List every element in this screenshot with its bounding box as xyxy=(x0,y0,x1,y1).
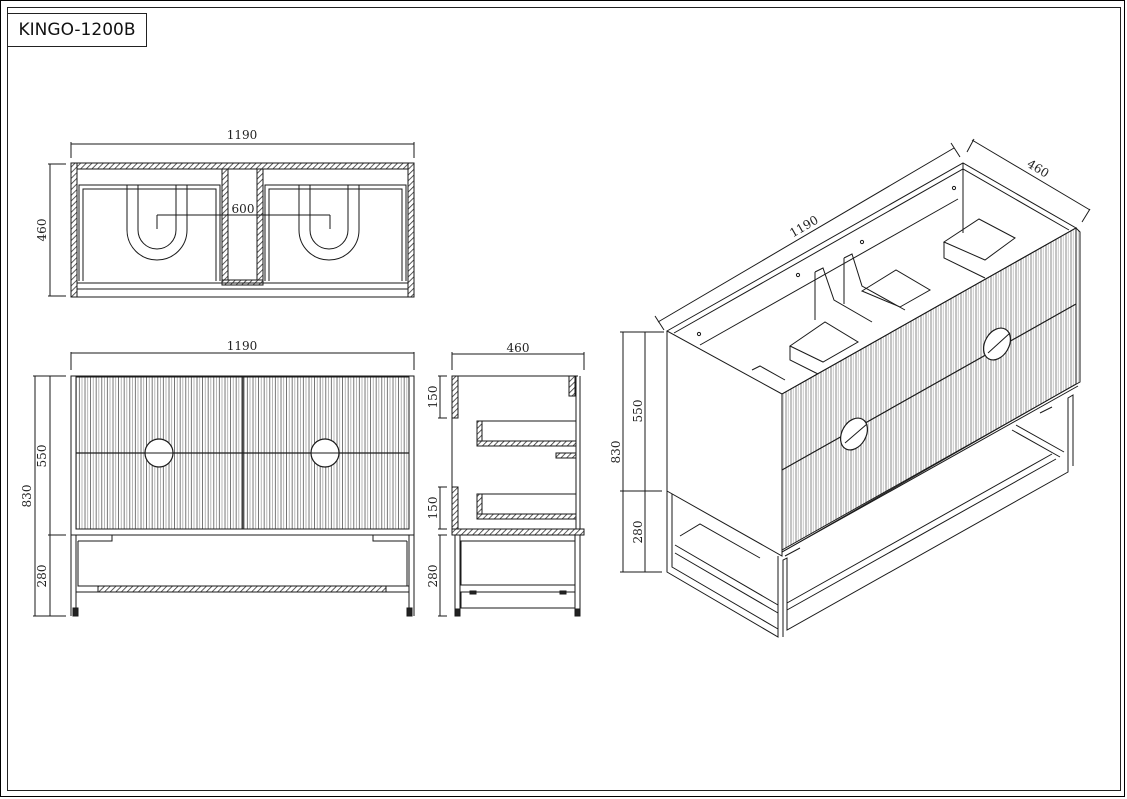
iso-cabinet-height-label: 550 xyxy=(631,400,645,423)
side-depth-label: 460 xyxy=(507,341,530,355)
front-frame-height-label: 280 xyxy=(35,565,49,588)
iso-frame-height-label: 280 xyxy=(631,521,645,544)
front-view xyxy=(33,352,415,617)
top-view xyxy=(48,142,415,298)
front-cabinet-height-label: 550 xyxy=(35,445,49,468)
top-depth-label: 460 xyxy=(35,219,49,242)
upper-drawer-label: 150 xyxy=(426,386,440,409)
drawing-inner-border xyxy=(7,7,1121,791)
basin-centers-label: 600 xyxy=(232,202,255,216)
iso-depth-label: 460 xyxy=(1025,157,1052,181)
lower-drawer-label: 150 xyxy=(426,497,440,520)
top-width-label: 1190 xyxy=(227,128,258,142)
front-width-label: 1190 xyxy=(227,339,258,353)
isometric-view xyxy=(620,138,1091,638)
model-title: KINGO-1200B xyxy=(7,13,147,47)
side-view xyxy=(438,352,585,617)
iso-total-height-label: 830 xyxy=(609,441,623,464)
side-frame-height-label: 280 xyxy=(426,565,440,588)
front-total-height-label: 830 xyxy=(20,485,34,508)
